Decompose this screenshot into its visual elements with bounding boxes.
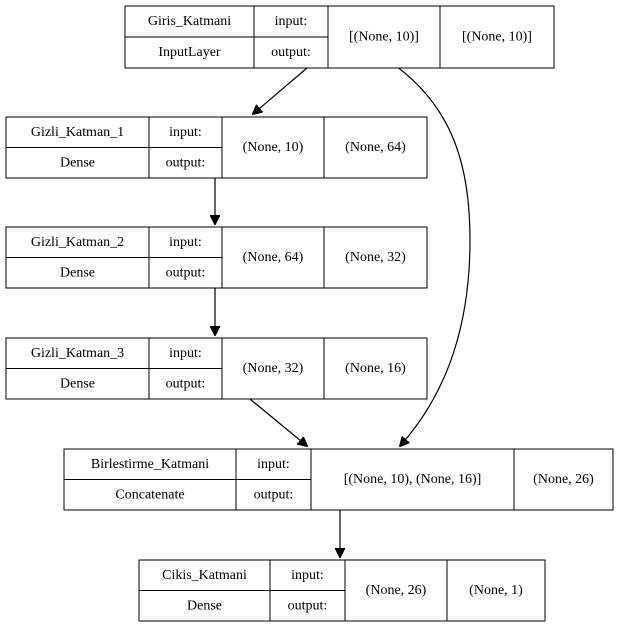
input-shape: (None, 10): [243, 140, 304, 155]
edge-input-to-h1: [253, 67, 308, 114]
input-label: input:: [169, 235, 202, 250]
edge-h3-to-concat: [249, 398, 307, 446]
output-shape: [(None, 10)]: [462, 30, 532, 45]
output-shape: (None, 64): [345, 140, 406, 155]
input-label: input:: [169, 125, 202, 140]
layer-name: Gizli_Katman_3: [31, 346, 124, 361]
layer-type: Dense: [60, 155, 95, 170]
layer-name: Gizli_Katman_1: [31, 125, 124, 140]
layer-name: Gizli_Katman_2: [31, 235, 124, 250]
output-label: output:: [254, 487, 294, 502]
input-shape: [(None, 10)]: [349, 30, 419, 45]
input-label: input:: [275, 14, 308, 29]
layer-type: Dense: [60, 376, 95, 391]
layer-type: Concatenate: [115, 487, 184, 502]
output-label: output:: [288, 598, 328, 613]
output-label: output:: [166, 376, 206, 391]
layer-name: Giris_Katmani: [148, 14, 231, 29]
output-label: output:: [166, 265, 206, 280]
layer-name: Birlestirme_Katmani: [91, 457, 209, 472]
output-shape: (None, 26): [533, 472, 594, 487]
input-shape: (None, 64): [243, 250, 304, 265]
output-label: output:: [166, 155, 206, 170]
layer-type: Dense: [187, 598, 222, 613]
input-shape: (None, 26): [366, 583, 427, 598]
input-label: input:: [291, 568, 324, 583]
input-label: input:: [257, 457, 290, 472]
layer-type: InputLayer: [158, 45, 221, 60]
edges: [215, 65, 471, 557]
layer-name: Cikis_Katmani: [162, 568, 247, 583]
input-shape: (None, 32): [243, 361, 304, 376]
edge-input-to-concat: [395, 65, 471, 446]
output-label: output:: [271, 45, 311, 60]
layer-type: Dense: [60, 265, 95, 280]
input-shape: [(None, 10), (None, 16)]: [344, 472, 482, 487]
output-shape: (None, 16): [345, 361, 406, 376]
output-shape: (None, 1): [469, 583, 523, 598]
input-label: input:: [169, 346, 202, 361]
output-shape: (None, 32): [345, 250, 406, 265]
